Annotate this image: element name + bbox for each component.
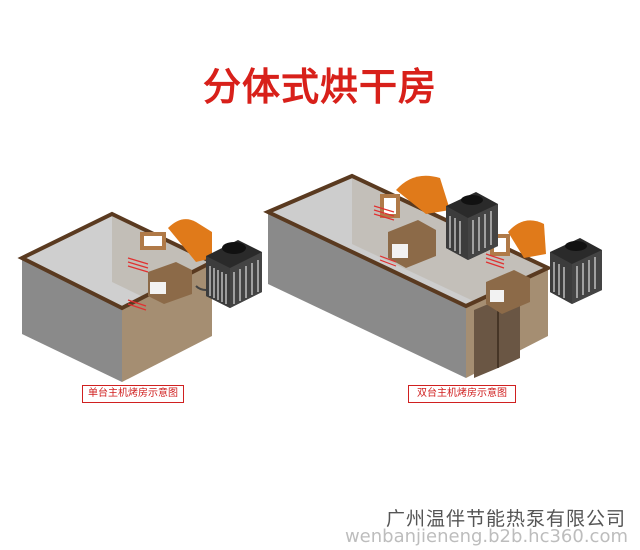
single-unit-caption: 单台主机烤房示意图: [82, 385, 184, 403]
heater-box: [486, 270, 530, 314]
airflow-arrow-icon: [373, 205, 505, 269]
left-room-front-wall: [22, 258, 122, 382]
air-duct-icon: [486, 220, 546, 314]
airflow-arrow-icon: [127, 257, 149, 311]
heat-pump-unit-icon: [195, 240, 262, 308]
company-name: 广州温伴节能热泵有限公司: [385, 508, 626, 530]
heat-pump-unit-icon: [550, 238, 602, 304]
double-unit-room: [263, 173, 602, 378]
double-unit-caption: 双台主机烤房示意图: [408, 385, 516, 403]
watermark-text: wenbanjieneng.b2b.hc360.com: [344, 526, 628, 547]
page-title: 分体式烘干房: [202, 65, 437, 109]
right-room-front-wall: [268, 212, 466, 378]
single-unit-room: [17, 211, 262, 382]
air-duct-icon: [380, 175, 450, 268]
heat-pump-unit-icon: [446, 192, 498, 260]
air-duct-icon: [140, 219, 212, 304]
